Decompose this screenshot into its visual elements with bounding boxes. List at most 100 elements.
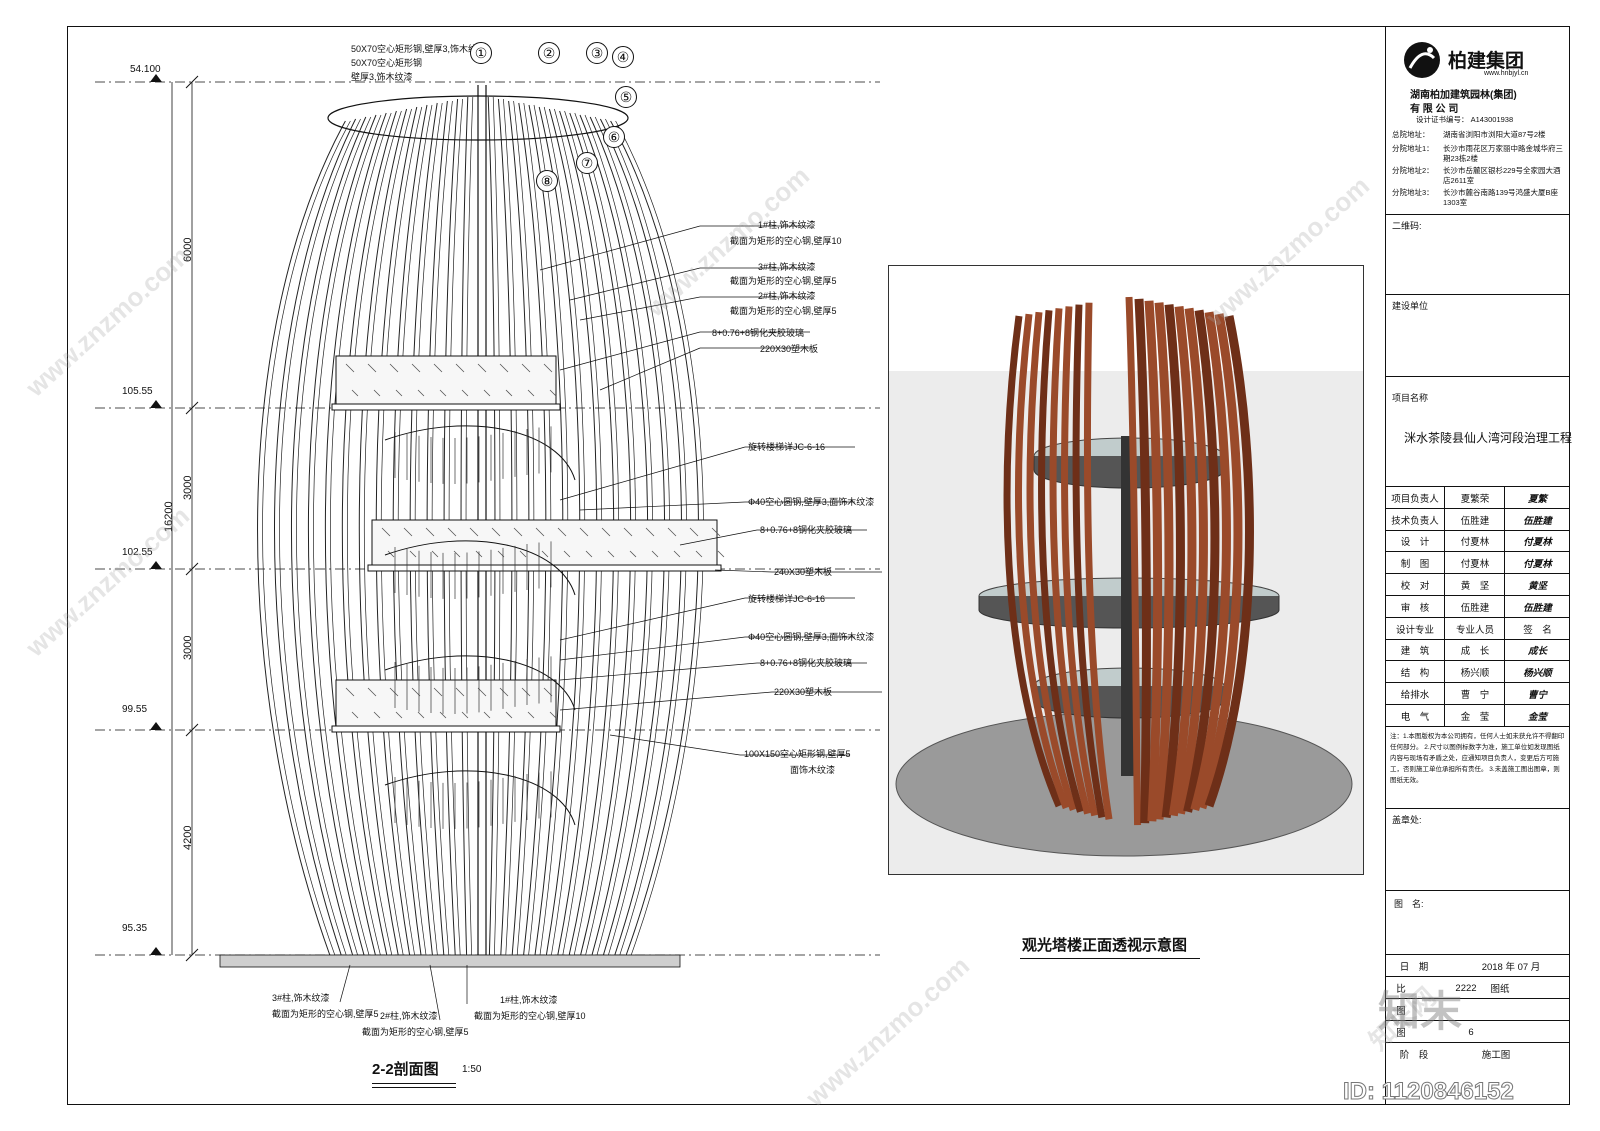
note-rail-2: Φ40空心圆钢,壁厚3,面饰木纹漆 [748, 632, 875, 642]
staff-name: 付夏林 [1444, 552, 1505, 575]
leader-line [609, 734, 741, 756]
staff-row: 电 气金 莹金莹 [1386, 704, 1569, 727]
glass-band-middle-hatch [579, 527, 593, 558]
column-line-inner [465, 96, 474, 956]
date-row: 日 期 2018 年 07 月 [1386, 954, 1569, 977]
staff-name: 成 长 [1444, 639, 1505, 662]
persp-rib [1144, 300, 1163, 822]
company-name: 湖南柏加建筑园林(集团) [1410, 90, 1517, 101]
staff-role: 项目负责人 [1391, 493, 1439, 505]
column-line [392, 104, 428, 956]
dim-4200: 4200 [182, 825, 194, 850]
elevation-line-4-marker [150, 722, 162, 730]
stair-rail [384, 655, 576, 711]
notes-text: 注：1.本图版权为本公司拥有，任何人士如未获允许不得翻印任何部分。 2.尺寸以图… [1390, 733, 1565, 784]
staff-signature: 金莹 [1504, 705, 1570, 727]
staff-row: 设计专业专业人员签 名 [1386, 616, 1569, 640]
note-glass-3: 8+0.76+8钢化夹胶玻璃 [760, 658, 853, 668]
glass-band-middle-hatch [667, 527, 681, 558]
section-scale: 1:50 [462, 1064, 482, 1075]
logo-url: www.hnbjyl.cn [1484, 70, 1529, 77]
column-line-inner [279, 118, 361, 956]
staff-signature: 成长 [1504, 639, 1570, 662]
column-line-inner [615, 120, 704, 956]
column-line [528, 104, 564, 956]
column-line [518, 102, 547, 956]
column-line-inner [380, 106, 423, 956]
staff-signature: 伍胜建 [1504, 596, 1570, 618]
staff-role: 给排水 [1400, 690, 1430, 702]
staff-signature: 付夏林 [1504, 552, 1570, 575]
staff-row: 审 核伍胜建伍胜建 [1386, 595, 1569, 618]
staff-row: 建 筑成 长成长 [1386, 638, 1570, 662]
project-section: 项目名称 洣水茶陵县仙人湾河段治理工程 [1386, 376, 1572, 487]
title-block: 柏建集团 www.hnbjyl.cn 湖南柏加建筑园林(集团) 有 限 公 司 … [1385, 26, 1572, 1105]
staff-row: 制 图付夏林付夏林 [1386, 551, 1570, 575]
staff-row: 项目负责人夏繁荣夏繁 [1386, 486, 1569, 509]
staff-signature: 夏繁 [1504, 487, 1570, 509]
bottom-note-col1-a: 1#柱,饰木纹漆 [500, 995, 558, 1005]
column-marker-2: ② [538, 42, 560, 64]
glass-band-lower-hatch [345, 687, 359, 719]
column-line [548, 108, 598, 956]
staff-signature: 曹宁 [1504, 683, 1570, 705]
glass-band-middle-hatch [403, 527, 417, 558]
stair-rail [384, 540, 576, 596]
staff-row: 技术负责人伍胜建伍胜建 [1386, 507, 1569, 531]
column-line-inner [564, 110, 619, 956]
dim-tick [185, 723, 199, 737]
persp-rib [1190, 311, 1231, 812]
sheet-label: 图 [1396, 1006, 1406, 1017]
glass-band-middle-hatch [623, 527, 637, 558]
column-line [569, 112, 632, 956]
owner-section: 建设单位 [1386, 294, 1569, 377]
address-label-1: 分院地址1： [1392, 144, 1434, 153]
staff-role: 审 核 [1400, 602, 1430, 614]
column-marker-4: ④ [612, 46, 634, 68]
persp-rib [1125, 296, 1142, 826]
persp-rib [1204, 315, 1254, 808]
staff-name: 专业人员 [1444, 617, 1505, 640]
column-line-inner [313, 114, 382, 956]
elevation-line-top-marker [150, 74, 162, 82]
column-line-inner [594, 116, 670, 956]
perspective-caption: 观光塔楼正面透视示意图 [1022, 937, 1188, 954]
column-line-inner [363, 108, 412, 956]
column-marker-7: ⑦ [576, 152, 598, 174]
glass-band-upper-hatch [477, 363, 491, 397]
qr-label: 二维码: [1392, 221, 1422, 231]
cert-number: 设计证书编号： A143001938 [1416, 115, 1514, 124]
column-line [559, 110, 615, 956]
dim-tick [185, 948, 199, 962]
note-col3-b: 截面为矩形的空心钢,壁厚5 [730, 276, 837, 286]
persp-rib [1061, 306, 1099, 817]
address-value-3: 长沙市麓谷南路139号鸿盛大厦B座1303室 [1443, 188, 1559, 207]
bottom-note-col1-b: 截面为矩形的空心钢,壁厚10 [474, 1011, 586, 1021]
elevation-line-3-marker [150, 561, 162, 569]
qr-section: 二维码: [1386, 214, 1569, 295]
note-col3-a: 3#柱,饰木纹漆 [758, 262, 816, 272]
glass-band-upper-hatch [367, 363, 381, 397]
note-board-1: 220X30塑木板 [760, 344, 819, 354]
staff-name: 夏繁荣 [1444, 487, 1505, 509]
leader-line [569, 267, 701, 301]
column-line-inner [533, 104, 569, 956]
watermark-logo: 知末 [1378, 988, 1463, 1035]
column-line [508, 100, 530, 956]
glass-band-upper-hatch [389, 363, 403, 397]
glass-band-middle-hatch [513, 527, 527, 558]
column-line [599, 118, 682, 956]
top-note-2: 50X70空心矩形钢 [351, 58, 423, 68]
dim-3000-upper: 3000 [182, 475, 194, 500]
drawing-name-section: 图 名: [1386, 890, 1569, 955]
note-stair-2: 旋转楼梯详JC-6-16 [748, 594, 826, 604]
address-value-2: 长沙市岳麓区银杉229号全家园大酒店2611室 [1443, 166, 1561, 185]
dim-tick [185, 75, 199, 89]
drawing-frame [67, 26, 1570, 1105]
glass-band-lower-hatch [433, 687, 447, 719]
staff-role: 技术负责人 [1391, 515, 1439, 527]
section-title-underline [372, 1083, 456, 1084]
glass-band-middle-hatch [601, 527, 615, 558]
note-beam-a: 100X150空心矩形钢,壁厚5 [744, 749, 851, 759]
sheet-no-row: 图 6 [1386, 1020, 1569, 1043]
